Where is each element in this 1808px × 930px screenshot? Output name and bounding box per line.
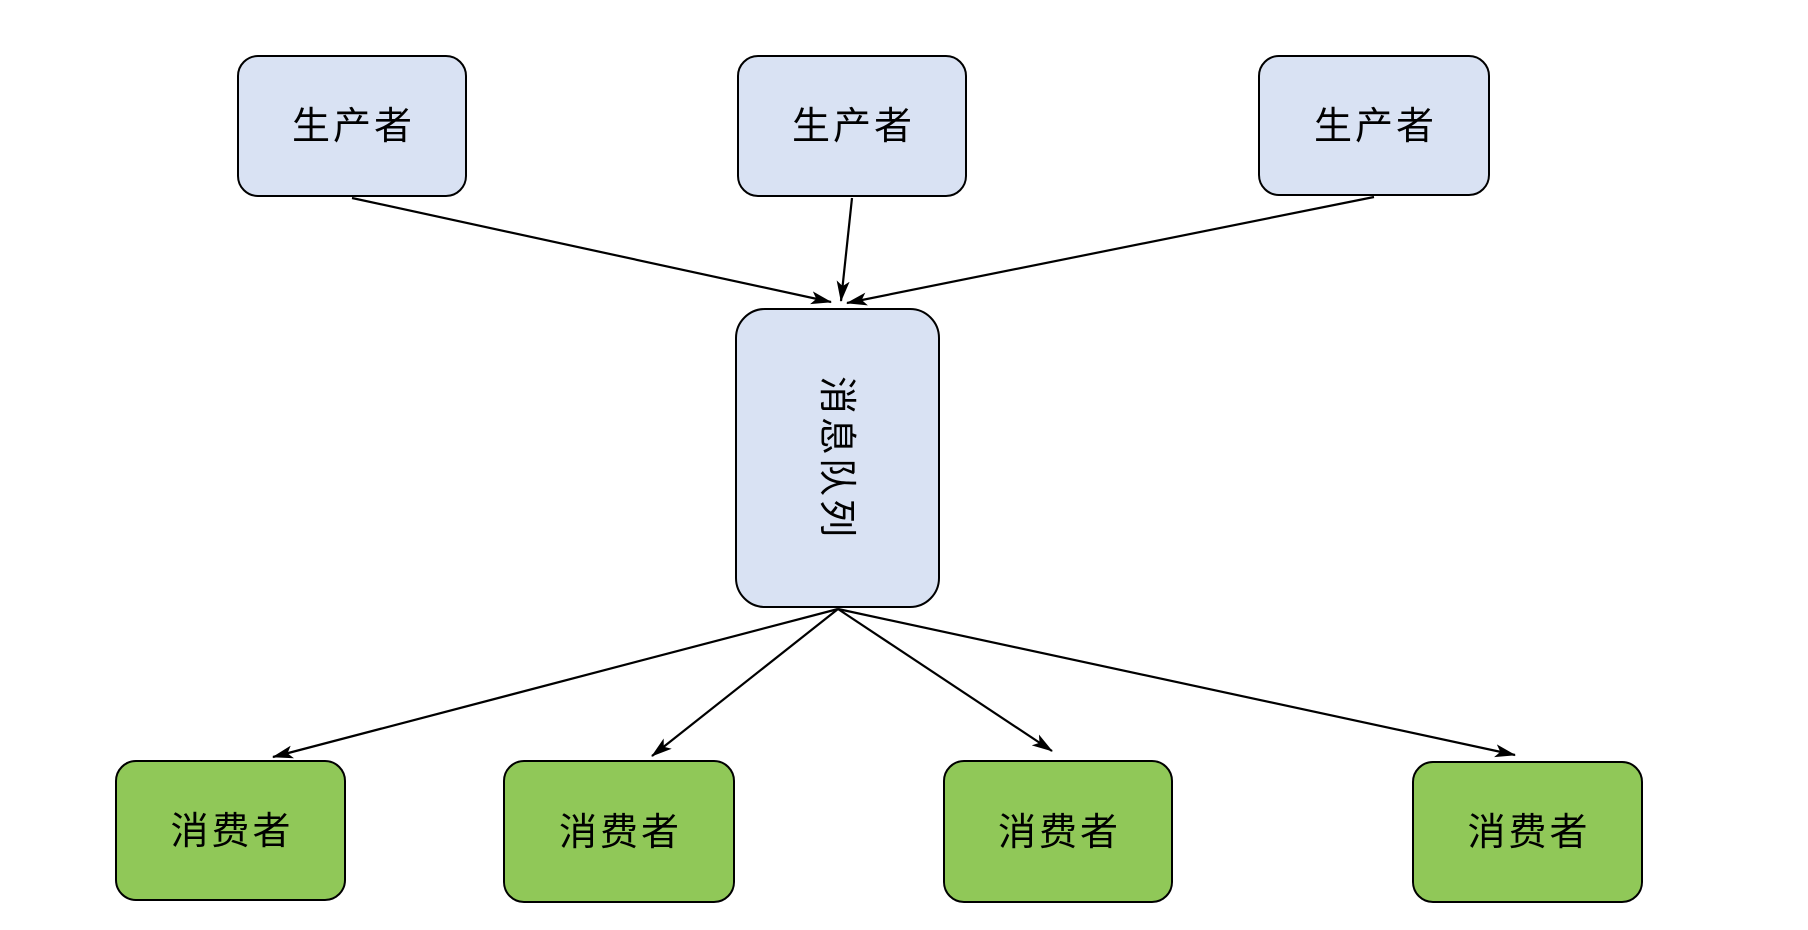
edge-queue-to-consumer3 — [837, 608, 1053, 752]
node-consumer-1: 消费者 — [115, 760, 346, 901]
node-consumer-2: 消费者 — [503, 760, 735, 903]
node-producer-2: 生产者 — [737, 55, 967, 197]
edge-producer2-to-queue — [836, 197, 854, 302]
edge-queue-to-consumer1 — [272, 607, 839, 759]
producer-3-label: 生产者 — [1313, 103, 1437, 148]
node-consumer-3: 消费者 — [943, 760, 1173, 903]
consumer-3-label: 消费者 — [997, 809, 1121, 854]
edge-producer3-to-queue — [846, 195, 1375, 306]
producer-2-label: 生产者 — [791, 104, 915, 148]
node-producer-3: 生产者 — [1258, 55, 1490, 196]
message-queue-label: 消息队列 — [815, 375, 860, 541]
consumer-2-label: 消费者 — [558, 809, 682, 854]
consumer-1-label: 消费者 — [170, 808, 294, 853]
node-consumer-4: 消费者 — [1412, 761, 1643, 903]
consumer-4-label: 消费者 — [1467, 810, 1591, 854]
edge-queue-to-consumer4 — [837, 607, 1516, 758]
node-message-queue: 消息队列 — [735, 308, 940, 608]
edge-producer1-to-queue — [351, 196, 832, 305]
node-producer-1: 生产者 — [237, 55, 467, 197]
producer-1-label: 生产者 — [291, 104, 415, 148]
edge-queue-to-consumer2 — [651, 608, 839, 757]
